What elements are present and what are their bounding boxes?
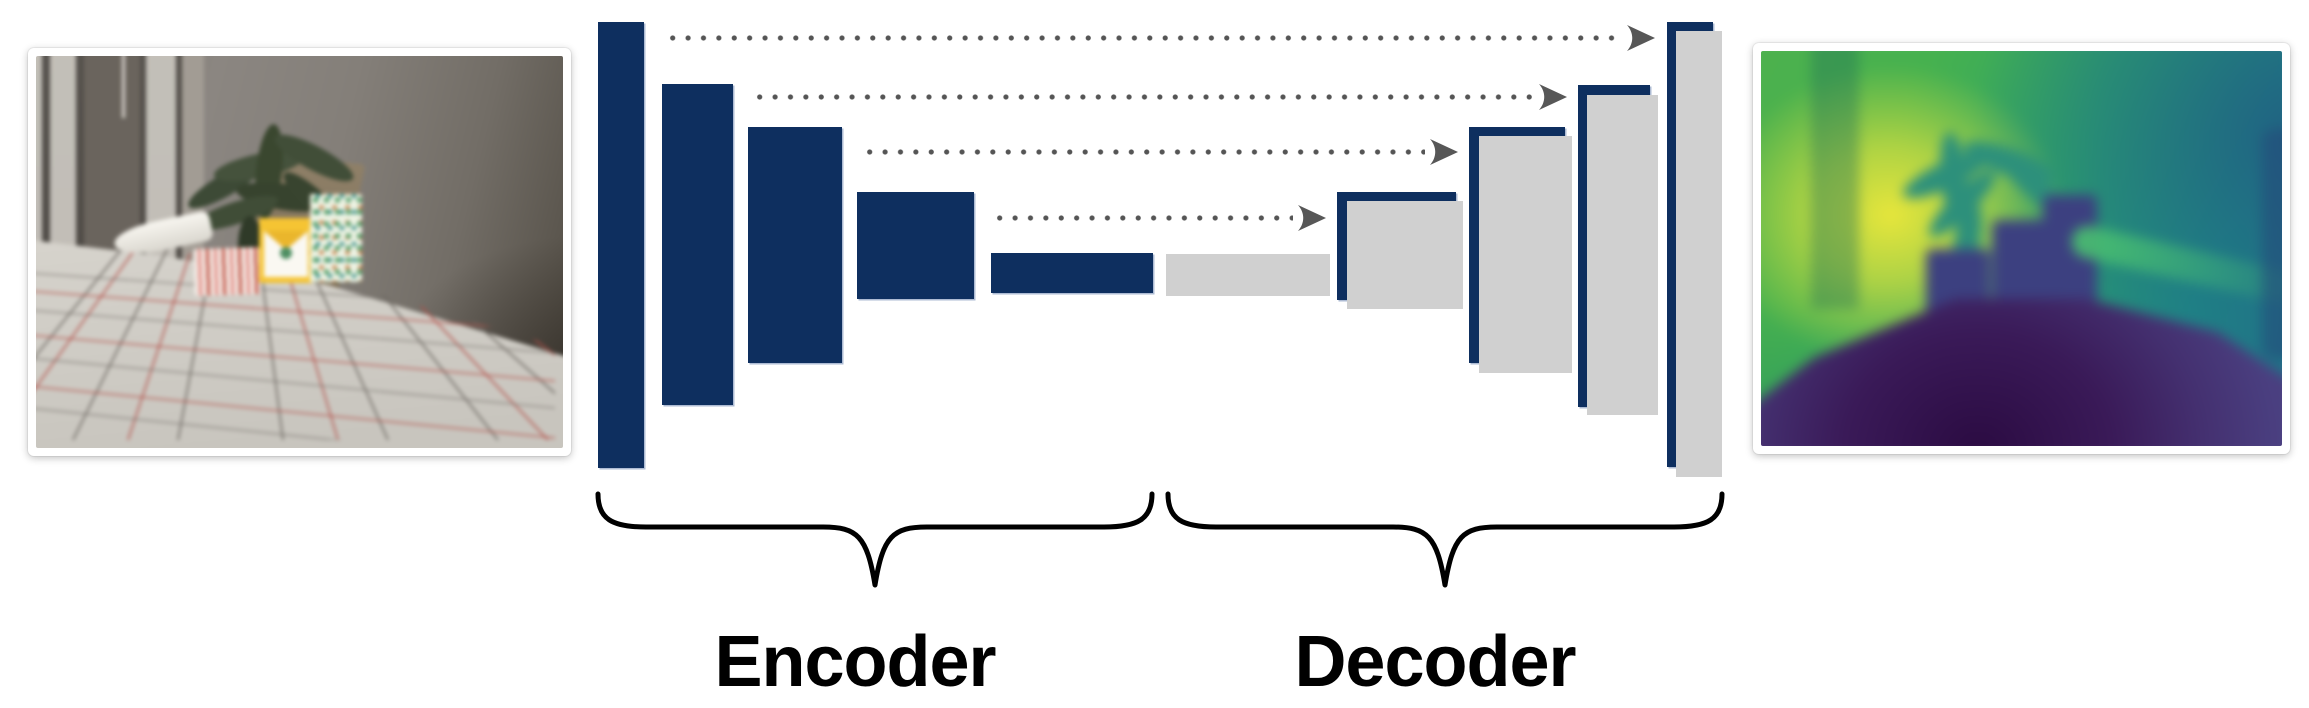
skip-connection-dotted-line	[752, 93, 1534, 101]
skip-connection-dotted-line	[665, 34, 1622, 42]
polka-dot-box	[310, 194, 362, 282]
decoder-block-gray	[1479, 136, 1572, 373]
depth-map-scene	[1761, 51, 2282, 446]
encoder-bar	[662, 84, 733, 405]
encoder-bar	[598, 22, 644, 468]
input-photo-image	[36, 56, 563, 448]
skip-connection-arrowhead	[1429, 138, 1459, 166]
skip-connection-dotted-line	[992, 214, 1293, 222]
skip-connection-arrowhead	[1297, 204, 1327, 232]
skip-connection-dotted-line	[862, 148, 1425, 156]
decoder-label: Decoder	[1294, 622, 1576, 702]
envelope-box	[259, 218, 313, 283]
input-photo-scene	[36, 56, 563, 448]
decoder-block-gray	[1347, 201, 1463, 309]
depth-map-image	[1761, 51, 2282, 446]
depth-window-shadow	[1811, 51, 1859, 309]
decoder-block-gray	[1676, 31, 1722, 477]
output-depth-map	[1753, 43, 2290, 454]
envelope-seal	[280, 247, 292, 259]
striped-box	[193, 246, 261, 297]
decoder-block-gray	[1587, 95, 1658, 415]
blind-cord	[122, 56, 125, 118]
encoder-brace	[595, 491, 1155, 588]
window-light-slat	[36, 56, 42, 338]
depth-right-edge-shadow	[2262, 129, 2282, 359]
input-photo	[28, 48, 571, 456]
envelope-flap	[264, 231, 308, 250]
decoder-block-gray	[1166, 254, 1330, 296]
encoder-bar	[857, 192, 974, 299]
encoder-bar	[748, 127, 842, 363]
encoder-label: Encoder	[714, 622, 996, 702]
skip-connection-arrowhead	[1538, 83, 1568, 111]
encoder-bar	[991, 253, 1153, 293]
skip-connection-arrowhead	[1626, 24, 1656, 52]
decoder-brace	[1165, 491, 1725, 588]
